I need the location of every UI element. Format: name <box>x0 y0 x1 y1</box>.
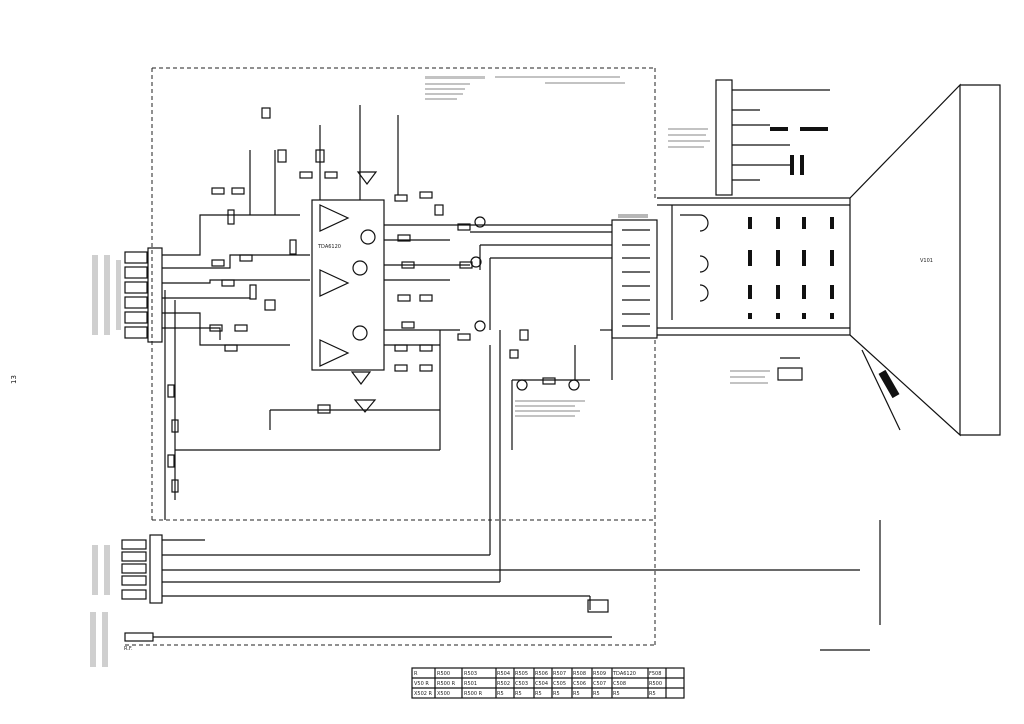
tb-r3-c2: R500 R <box>464 691 483 697</box>
tb-r3-c7: R5 <box>573 691 580 697</box>
tb-r1-c3: R504 <box>497 671 510 677</box>
tb-r2-c3: R502 <box>497 681 510 687</box>
output-network <box>384 216 612 372</box>
tb-r1-c2: R503 <box>464 671 477 677</box>
tb-r1-c7: R508 <box>573 671 586 677</box>
tb-r1-c10: F508 <box>649 671 661 677</box>
title-block <box>411 667 685 699</box>
tb-r1-c8: R509 <box>593 671 606 677</box>
ref-label: R.F. <box>124 646 133 652</box>
tb-r2-c4: C503 <box>515 681 528 687</box>
tb-r1-c0: R <box>414 671 418 677</box>
input-wiring <box>162 105 399 520</box>
tb-r3-c1: X500 <box>437 691 450 697</box>
margin-mark: 13 <box>10 375 18 384</box>
tb-r3-c9: R5 <box>613 691 620 697</box>
tb-r2-c7: C506 <box>573 681 586 687</box>
title-block-text: R R500 R503 R504 R505 R506 R507 R508 R50… <box>414 671 662 697</box>
tb-r3-c8: R5 <box>593 691 600 697</box>
electrode-grid <box>748 217 834 319</box>
ground-symbols <box>350 171 378 413</box>
ic-label: TDA6120 <box>317 244 341 250</box>
input-connector-bottom <box>92 330 860 613</box>
tb-r2-c8: C507 <box>593 681 606 687</box>
tb-r3-c0: X502 R <box>414 691 433 697</box>
tb-r1-c4: R505 <box>515 671 528 677</box>
tb-r1-c9: TDA6120 <box>612 671 636 677</box>
tb-r2-c1: R500 R <box>437 681 456 687</box>
tb-r1-c1: R500 <box>437 671 450 677</box>
focus-subcircuit <box>509 320 613 450</box>
tb-r1-c5: R506 <box>535 671 548 677</box>
tb-r3-c5: R5 <box>535 691 542 697</box>
board-outline <box>125 67 656 646</box>
tb-r2-c9: C508 <box>613 681 626 687</box>
header-note <box>425 76 625 100</box>
flyback-area <box>730 349 901 431</box>
tb-r2-c5: C504 <box>535 681 548 687</box>
top-terminal-strip <box>668 79 830 196</box>
crt-socket <box>611 214 658 339</box>
bottom-rails: R.F. <box>90 520 881 667</box>
component-cluster <box>209 107 444 352</box>
crt-label: V101 <box>920 258 933 264</box>
tb-r2-c2: R501 <box>464 681 477 687</box>
lower-rails <box>167 330 441 493</box>
tb-r3-c6: R5 <box>553 691 560 697</box>
video-amplifier-ic: TDA6120 <box>311 199 385 371</box>
tb-r2-c6: C505 <box>553 681 566 687</box>
tb-r1-c6: R507 <box>553 671 566 677</box>
crt-tube: V101 <box>657 83 1001 437</box>
tb-r2-c0: V50 R <box>414 681 429 687</box>
tb-r3-c3: R5 <box>497 691 504 697</box>
input-connector-top <box>92 247 163 343</box>
tb-r3-c10: R5 <box>649 691 656 697</box>
tb-r3-c4: R5 <box>515 691 522 697</box>
tb-r2-c10: R500 <box>649 681 662 687</box>
